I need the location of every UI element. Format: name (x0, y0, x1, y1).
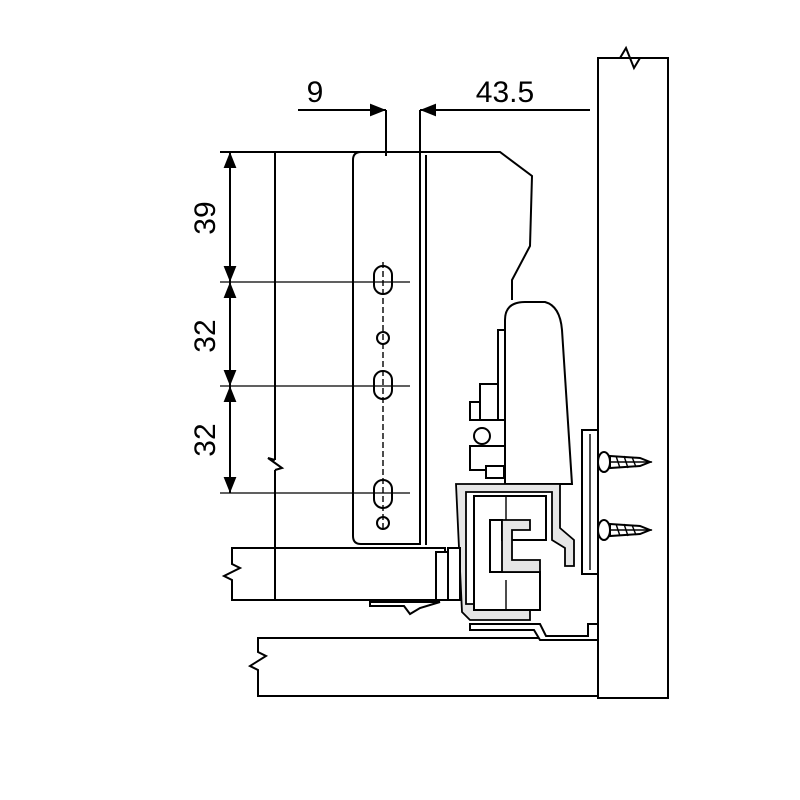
screw-icon (597, 519, 653, 541)
drawer-side-board (267, 152, 285, 600)
screw-icon (597, 451, 653, 473)
dimension-horizontal: 9 43.5 (298, 76, 590, 156)
cabinet-side-panel (597, 45, 669, 699)
dimension-label-32-lower: 32 (189, 423, 222, 456)
dimension-vertical: 39 32 32 (189, 151, 410, 494)
dimension-label-43-5: 43.5 (476, 76, 534, 109)
dimension-label-39: 39 (189, 201, 222, 234)
dimension-label-32-upper: 32 (189, 319, 222, 352)
locking-device (469, 301, 574, 485)
cabinet-bottom-panel (247, 637, 599, 697)
dimension-label-9: 9 (307, 76, 324, 109)
drawer-bottom (221, 547, 446, 601)
mounting-plate (581, 429, 599, 575)
runner-rail-profile (369, 483, 599, 641)
slot-hole-3 (373, 479, 393, 509)
front-bracket-plate (352, 110, 534, 545)
